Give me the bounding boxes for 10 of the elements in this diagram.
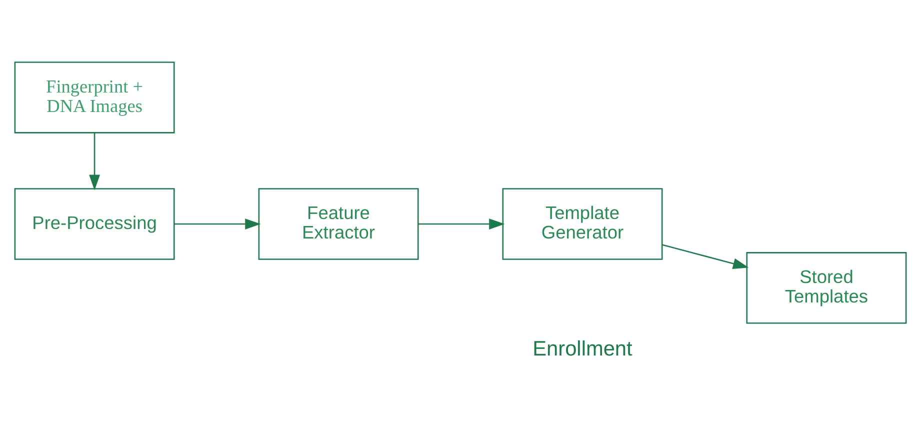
node-box: Feature Extractor [258,188,418,260]
node-box: Stored Templates [746,252,906,324]
arrow [174,218,260,230]
arrow [418,218,504,230]
node-box: Fingerprint + DNA Images [14,62,174,134]
node-box: Template Generator [502,188,662,260]
arrow [88,132,100,190]
arrow [661,244,748,269]
node-box: Pre-Processing [14,188,174,260]
label: Enrollment [532,338,632,361]
